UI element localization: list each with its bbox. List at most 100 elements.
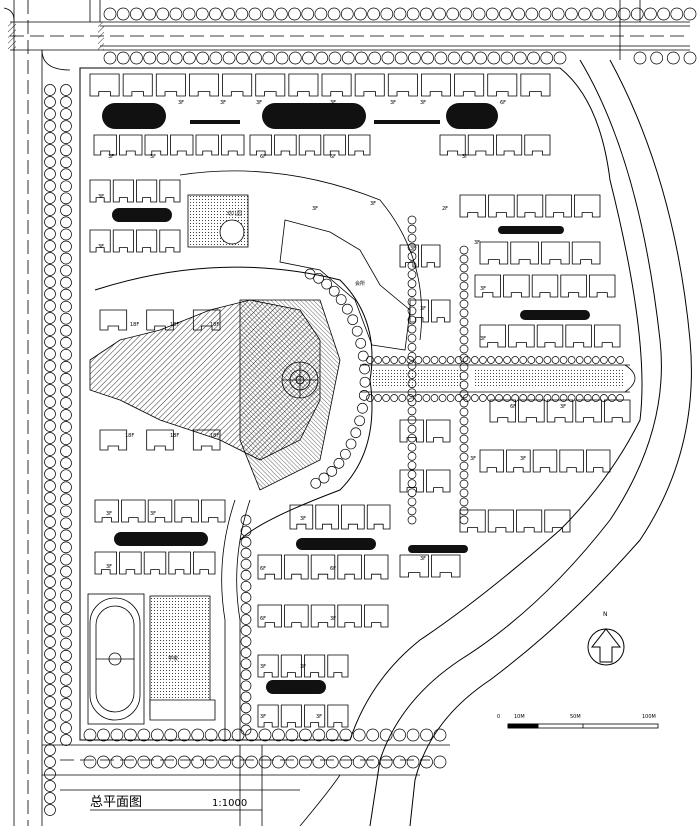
- floor-label: 3F: [370, 201, 376, 207]
- tree-icon: [350, 427, 362, 439]
- tree-icon: [204, 728, 218, 742]
- house-unit: [136, 179, 158, 203]
- tree-icon: [433, 728, 447, 742]
- tree-icon: [407, 452, 417, 461]
- tree-icon: [433, 755, 447, 769]
- tree-icon: [512, 7, 525, 21]
- tree-icon: [393, 728, 406, 742]
- tree-icon: [288, 7, 301, 21]
- tree-icon: [44, 456, 56, 468]
- tree-icon: [459, 479, 469, 489]
- tree-icon: [60, 661, 72, 674]
- tree-icon: [355, 51, 368, 65]
- tree-icon: [535, 394, 544, 402]
- house-unit: [193, 551, 216, 575]
- tree-icon: [240, 680, 252, 692]
- tree-icon: [407, 252, 417, 261]
- house-unit: [520, 73, 551, 97]
- tree-icon: [617, 7, 631, 21]
- house-unit: [354, 73, 385, 97]
- tree-icon: [407, 506, 417, 516]
- tree-icon: [583, 394, 592, 402]
- tree-icon: [472, 7, 486, 21]
- house-unit: [257, 554, 282, 580]
- tree-icon: [359, 376, 371, 388]
- tree-icon: [575, 356, 584, 364]
- tree-icon: [110, 755, 124, 769]
- floor-label: 3F: [106, 564, 112, 570]
- tree-icon: [644, 7, 657, 21]
- tree-icon: [407, 342, 417, 352]
- house-unit: [431, 299, 451, 323]
- tree-icon: [44, 480, 56, 492]
- tree-icon: [44, 300, 56, 312]
- house-unit: [546, 399, 574, 423]
- tree-icon: [312, 755, 326, 769]
- tree-icon: [459, 416, 469, 426]
- tree-icon: [358, 389, 370, 401]
- tree-icon: [44, 444, 56, 456]
- tree-icon: [177, 755, 191, 769]
- house-unit: [536, 324, 564, 348]
- tree-icon: [511, 394, 520, 402]
- house-unit: [545, 194, 572, 218]
- tree-icon: [407, 415, 417, 425]
- tree-icon: [258, 755, 272, 769]
- house-unit: [571, 241, 601, 265]
- tree-icon: [44, 804, 56, 816]
- tree-icon: [44, 492, 56, 504]
- tree-icon: [407, 288, 417, 298]
- tree-icon: [414, 394, 423, 402]
- tree-icon: [328, 51, 342, 65]
- tree-icon: [60, 517, 72, 530]
- tree-icon: [156, 7, 170, 21]
- tree-icon: [60, 373, 72, 385]
- tree-icon: [83, 755, 97, 769]
- tree-icon: [285, 755, 299, 769]
- tree-icon: [407, 261, 417, 270]
- house-unit: [143, 551, 167, 575]
- house-unit: [348, 134, 371, 156]
- tree-icon: [438, 394, 447, 402]
- tree-icon: [543, 356, 552, 364]
- tree-icon: [240, 702, 252, 714]
- house-unit: [487, 73, 518, 97]
- tree-icon: [683, 7, 697, 21]
- house-unit: [487, 509, 514, 533]
- house-unit: [192, 309, 221, 331]
- tree-rows: [44, 7, 697, 816]
- tree-icon: [44, 792, 56, 804]
- tree-icon: [44, 552, 56, 564]
- tree-icon: [130, 51, 143, 65]
- tree-icon: [60, 348, 72, 361]
- tree-icon: [600, 394, 608, 402]
- tree-icon: [379, 755, 393, 769]
- house-unit: [94, 499, 119, 523]
- floor-label: 3F: [474, 240, 480, 246]
- tree-icon: [511, 356, 520, 364]
- tree-icon: [60, 577, 72, 590]
- house-unit: [399, 469, 424, 493]
- tree-icon: [459, 326, 469, 336]
- tree-icon: [44, 84, 56, 96]
- tree-icon: [60, 457, 72, 469]
- floor-label: 3F: [312, 206, 318, 212]
- tree-icon: [44, 756, 56, 768]
- tree-icon: [407, 497, 417, 507]
- tree-icon: [60, 734, 72, 746]
- house-unit: [136, 229, 158, 253]
- tree-icon: [44, 504, 56, 516]
- floor-label: 6F: [260, 566, 266, 572]
- tree-icon: [44, 96, 56, 108]
- house-unit: [89, 229, 111, 253]
- tree-icon: [44, 384, 56, 396]
- tree-icon: [535, 356, 544, 364]
- house-unit: [168, 551, 191, 575]
- tree-icon: [60, 445, 72, 457]
- tree-icon: [44, 324, 56, 336]
- tree-icon: [354, 415, 365, 427]
- tree-icon: [650, 51, 664, 65]
- house-unit: [195, 134, 219, 156]
- tree-icon: [407, 470, 417, 479]
